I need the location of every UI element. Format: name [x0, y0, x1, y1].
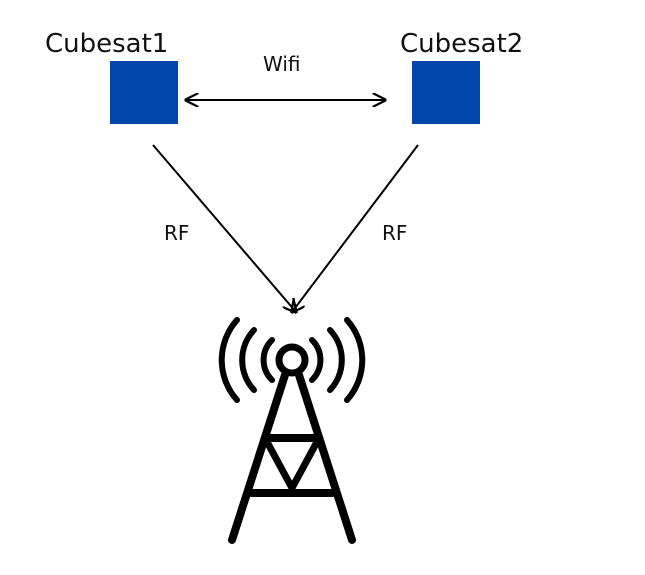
- cubesat1-label: Cubesat1: [45, 29, 168, 59]
- signal-wave-left-inner: [260, 337, 275, 383]
- signal-wave-left-middle: [239, 327, 257, 393]
- cubesat2-node: Cubesat2: [400, 29, 523, 124]
- wifi-label: Wifi: [263, 52, 301, 76]
- rf-label-cubesat1: RF: [164, 221, 189, 245]
- tower-brace-right: [288, 436, 322, 492]
- cubesat1-square: [110, 61, 178, 124]
- antenna-head: [275, 343, 309, 377]
- cubesat2-label: Cubesat2: [400, 29, 523, 59]
- tower-brace-left: [262, 436, 296, 492]
- signal-wave-right-outer: [344, 317, 366, 403]
- rf-link-cubesat2: RF: [292, 144, 419, 312]
- rf-label-cubesat2: RF: [382, 221, 407, 245]
- signal-wave-right-middle: [327, 327, 345, 393]
- tower-leg-left: [228, 371, 289, 544]
- wifi-link: Wifi: [186, 52, 385, 100]
- rf-arrow-cubesat2: [292, 144, 419, 312]
- rf-arrow-cubesat1: [152, 144, 296, 312]
- tower-leg-right: [295, 371, 356, 544]
- radio-tower-icon: [218, 317, 366, 544]
- signal-wave-right-inner: [309, 337, 324, 383]
- signal-wave-left-outer: [218, 317, 240, 403]
- cubesat2-square: [412, 61, 480, 124]
- cubesat1-node: Cubesat1: [45, 29, 178, 124]
- rf-link-cubesat1: RF: [152, 144, 296, 312]
